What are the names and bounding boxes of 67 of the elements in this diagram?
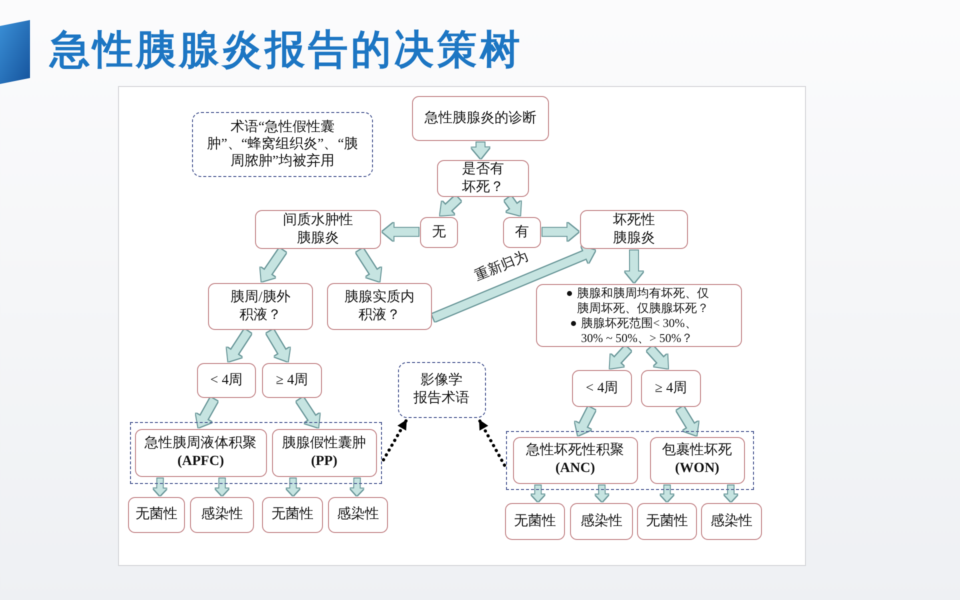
result-box: 无菌性 [262,497,323,533]
result-box: 无菌性 [128,497,185,533]
term-box [134,428,267,477]
arrow [224,329,252,364]
arrow [153,478,166,496]
result-box: 感染性 [190,497,254,533]
note-box: 影像学报告术语 [398,362,486,418]
dotted-arrow [382,418,408,462]
group-frame [130,422,382,484]
arrow [216,478,229,496]
arrow [532,486,544,502]
question-box: 胰腺实质内积液？ [327,283,432,330]
arrow [258,248,286,284]
arrow [350,478,364,496]
result-box: 感染性 [570,503,633,540]
start-box: 急性胰腺炎的诊断 [412,96,549,141]
term-label: 急性胰周液体积聚 [144,434,257,453]
arrow [646,346,671,372]
arrow [194,398,218,430]
duration-box: < 4周 [197,363,256,398]
question-box: 是否有坏死？ [437,160,529,197]
duration-box: ≥ 4周 [641,370,701,407]
term-box [512,436,638,484]
arrow [676,406,700,438]
bullet-text: 胰腺和胰周均有坏死、仅胰周坏死、仅胰腺坏死？ [576,286,710,316]
term-box [650,436,745,484]
result-box: 无菌性 [637,503,697,540]
term-label: 急性坏死性积聚 [526,442,624,460]
note-box: 术语“急性假性囊肿”、“蜂窝组织炎”、“胰周脓肿”均被弃用 [192,112,373,177]
edge-label: 重新归为 [473,249,531,285]
term-box [272,428,377,477]
arrow [504,196,524,218]
result-box: 感染性 [701,503,762,540]
result-box: 感染性 [328,497,388,533]
term-label: 包裹性坏死 [662,442,732,460]
arrow [724,485,738,502]
arrow [356,248,383,284]
arrow [266,329,292,364]
result-box: 无菌性 [505,503,565,540]
duration-box: ≥ 4周 [262,363,322,398]
choice-box: 无 [420,217,458,248]
abbreviation-label: (PP) [310,452,338,471]
arrow [472,142,490,159]
category-box: 坏死性胰腺炎 [580,210,688,249]
abbreviation-label: (ANC) [555,460,596,478]
duration-box: < 4周 [572,370,632,407]
arrow [625,250,644,283]
question-box: 胰周/胰外积液？ [208,283,313,330]
arrow [437,196,461,218]
choice-box: 有 [503,217,541,248]
abbreviation-label: (APFC) [177,452,224,471]
term-label: 胰腺假性囊肿 [282,434,366,453]
group-frame [506,431,754,490]
category-box: 间质水肿性胰腺炎 [255,210,381,249]
arrow [542,222,579,241]
slide-title: 急性胰腺炎报告的决策树 [50,27,523,74]
dotted-arrow [477,418,506,467]
arrow [432,246,597,322]
arrow [296,397,322,430]
arrow [574,406,596,438]
arrow [382,222,419,241]
arrow [595,485,608,502]
arrow [286,478,300,496]
question-box [536,284,742,347]
arrow [660,485,674,502]
abbreviation-label: (WON) [675,460,720,478]
bullet-text: 胰腺坏死范围< 30%、30% ~ 50%、> 50%？ [581,316,698,346]
